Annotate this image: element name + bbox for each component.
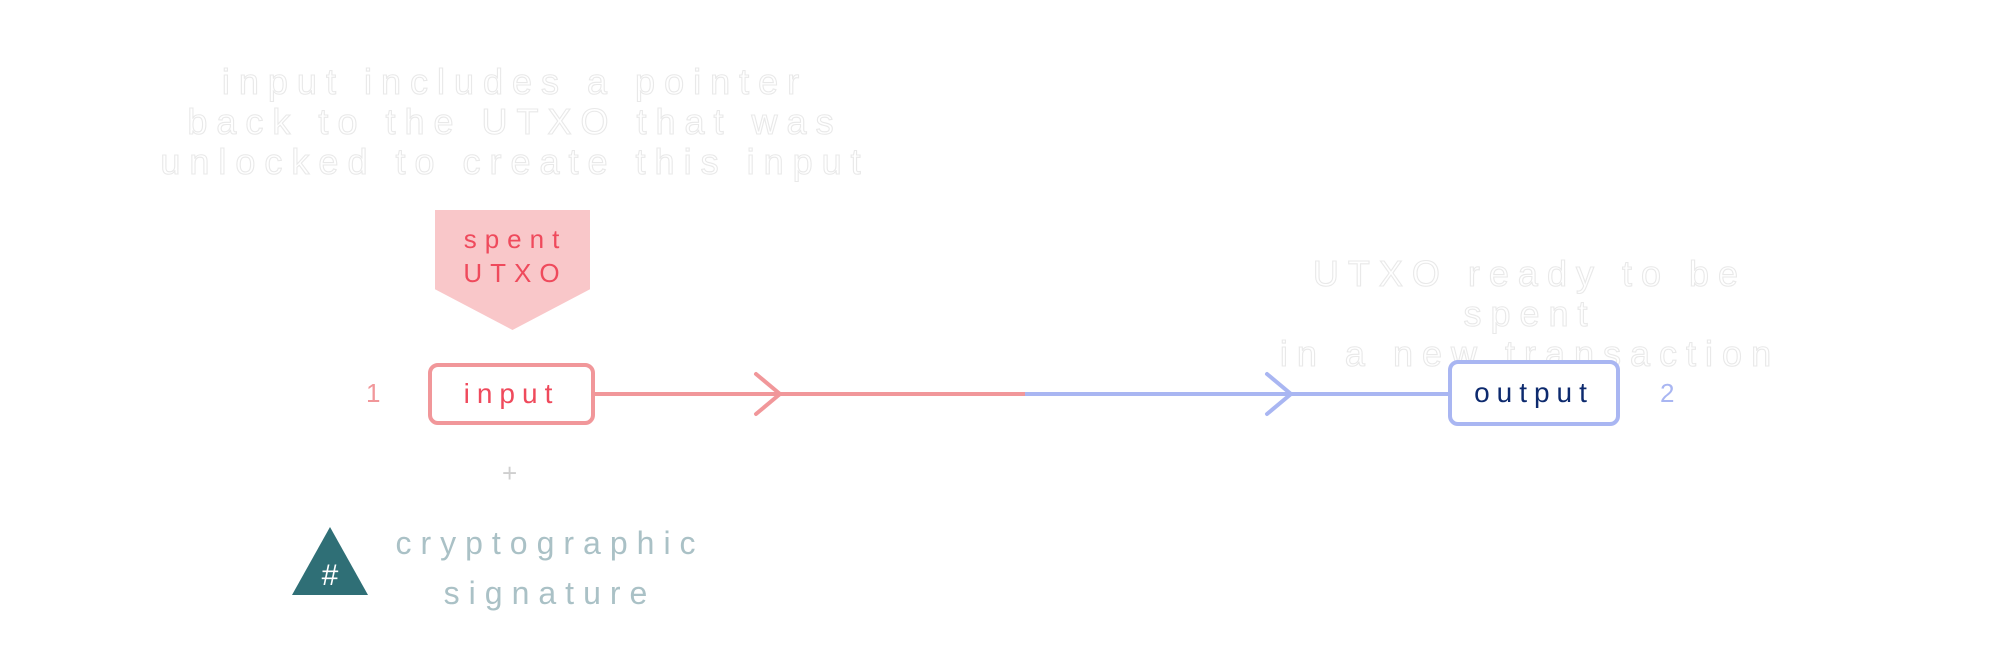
input-node-label: input: [463, 378, 560, 409]
output-node-label: output: [1474, 377, 1594, 408]
plus-sign: +: [502, 458, 518, 488]
hash-symbol: #: [322, 559, 339, 592]
utxo-ready-note: UTXO ready to be spent in a new transact…: [1279, 253, 1781, 374]
output-node: output: [1448, 360, 1620, 426]
input-pointer-note: input includes a pointer back to the UTX…: [160, 61, 870, 182]
input-number: 1: [366, 378, 381, 408]
hash-triangle-icon: #: [292, 527, 368, 595]
output-flow-arrow-icon: [1265, 372, 1293, 416]
input-node: input: [428, 363, 595, 425]
output-number: 2: [1660, 378, 1675, 408]
spent-utxo-label: spent UTXO: [463, 224, 568, 288]
signature-label: cryptographic signature: [395, 525, 705, 611]
input-flow-arrow-icon: [754, 372, 782, 416]
